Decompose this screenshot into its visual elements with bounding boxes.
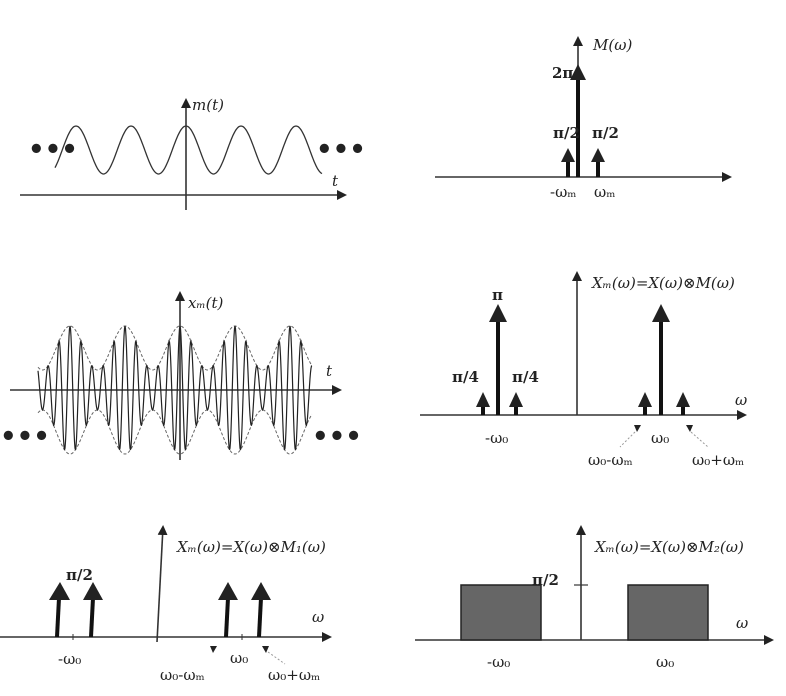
tick-neg-w0: -ω₀ bbox=[485, 429, 508, 447]
lower-sideband-label: ω₀-ωₘ bbox=[160, 666, 205, 684]
weight-left: π/4 bbox=[452, 368, 479, 386]
upper-sideband-label: ω₀+ωₘ bbox=[268, 666, 320, 684]
weight-right: π/2 bbox=[592, 124, 619, 142]
impulses bbox=[476, 304, 690, 415]
band-w0 bbox=[627, 584, 709, 641]
axis-label: ω bbox=[735, 391, 747, 409]
impulse-weight: π/2 bbox=[66, 566, 93, 584]
ellipsis-right: ••• bbox=[316, 135, 366, 165]
level-label: π/2 bbox=[532, 571, 559, 589]
panel-spectrum-m1: Xₘ(ω)=X(ω)⊗M₁(ω) π/2 ω -ω₀ ω₀ ω₀-ωₘ ω₀+ω… bbox=[0, 525, 332, 684]
tick-w0: ω₀ bbox=[651, 429, 669, 447]
impulse-head bbox=[570, 64, 586, 80]
tick-wm: ωₘ bbox=[594, 183, 615, 201]
signal-label: m(t) bbox=[192, 96, 224, 114]
tick-neg-wm: -ωₘ bbox=[550, 183, 577, 201]
axis-label: t bbox=[332, 172, 339, 190]
spectrum-title: M(ω) bbox=[592, 36, 632, 54]
panel-modulated-spectrum: Xₘ(ω)=X(ω)⊗M(ω) π π/4 π/4 ω -ω₀ ω₀ ω₀-ωₘ… bbox=[420, 271, 747, 469]
tick-neg-w0: -ω₀ bbox=[58, 650, 81, 668]
signal-label: xₘ(t) bbox=[188, 294, 224, 312]
cosine-wave bbox=[54, 125, 323, 175]
tick-neg-w0: -ω₀ bbox=[487, 653, 510, 671]
lower-sideband-label: ω₀-ωₘ bbox=[588, 451, 633, 469]
ellipsis-right: ••• bbox=[312, 422, 362, 452]
weight-center: 2π bbox=[552, 64, 573, 82]
weight-left: π/2 bbox=[553, 124, 580, 142]
axis-label: t bbox=[326, 362, 333, 380]
tick-w0: ω₀ bbox=[230, 649, 248, 667]
panel-message-time: ••• ••• m(t) t bbox=[20, 96, 366, 210]
envelope-lower bbox=[37, 409, 313, 455]
ellipsis-left: ••• bbox=[0, 422, 50, 452]
axis-label: ω bbox=[312, 608, 324, 626]
axis-label: ω bbox=[736, 614, 748, 632]
impulses bbox=[49, 582, 271, 638]
impulse-head bbox=[591, 148, 605, 162]
ellipsis-left: ••• bbox=[28, 135, 78, 165]
band-neg-w0 bbox=[460, 584, 542, 641]
spectrum-title: Xₘ(ω)=X(ω)⊗M(ω) bbox=[591, 274, 735, 292]
panel-modulated-time: ••• ••• xₘ(t) t bbox=[0, 291, 362, 460]
tick-w0: ω₀ bbox=[656, 653, 674, 671]
spectrum-title: Xₘ(ω)=X(ω)⊗M₁(ω) bbox=[176, 538, 326, 556]
impulse-head bbox=[561, 148, 575, 162]
panel-message-spectrum: M(ω) 2π π/2 π/2 -ωₘ ωₘ bbox=[435, 36, 732, 201]
modulated-carrier bbox=[37, 325, 313, 450]
magnitude-axis bbox=[156, 525, 168, 643]
panel-spectrum-m2: Xₘ(ω)=X(ω)⊗M₂(ω) π/2 ω -ω₀ ω₀ bbox=[415, 525, 774, 671]
envelope-upper bbox=[37, 325, 313, 371]
spectrum-title: Xₘ(ω)=X(ω)⊗M₂(ω) bbox=[594, 538, 744, 556]
weight-center: π bbox=[492, 286, 503, 304]
weight-right: π/4 bbox=[512, 368, 539, 386]
upper-sideband-label: ω₀+ωₘ bbox=[692, 451, 744, 469]
